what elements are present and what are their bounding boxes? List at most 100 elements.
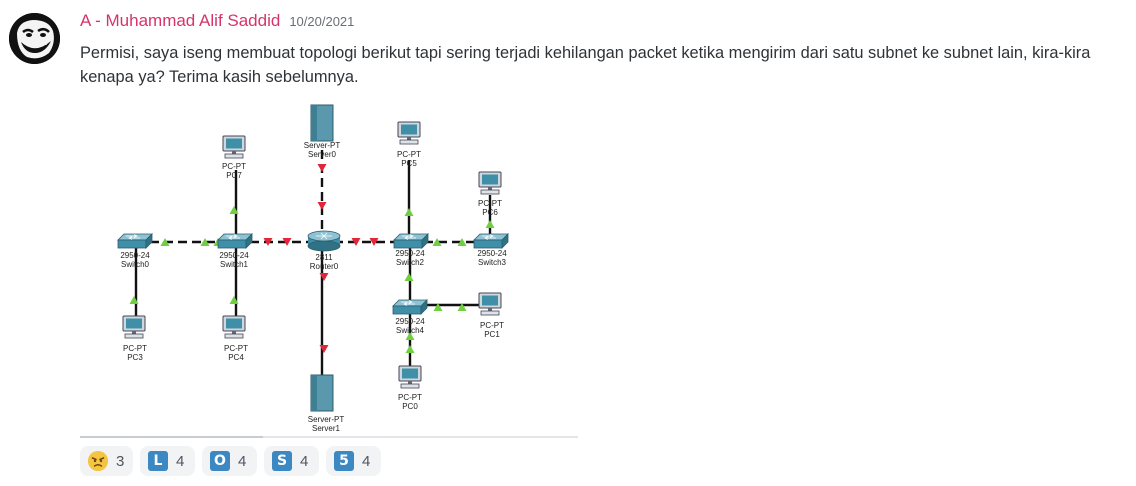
link-down-arrow-icon <box>317 202 327 210</box>
reaction-count: 4 <box>362 452 371 470</box>
link-up-arrow-icon <box>457 238 467 246</box>
link-up-arrow-icon <box>404 273 414 281</box>
author-name[interactable]: A - Muhammad Alif Saddid <box>80 11 281 30</box>
device-name-label: Server0 <box>308 150 337 159</box>
pc-icon <box>222 135 246 159</box>
reaction-letter-s[interactable]: S 4 <box>264 446 319 476</box>
reaction-count: 4 <box>176 452 185 470</box>
device-name-label: Switch0 <box>121 260 150 269</box>
pc-icon <box>478 171 502 195</box>
device-model-label: PC-PT <box>123 344 147 353</box>
pc-icon <box>222 315 246 339</box>
device-model-label: 2950-24 <box>219 251 249 260</box>
device-name-label: Router0 <box>310 262 339 271</box>
switch-icon <box>393 233 429 249</box>
link-up-arrow-icon <box>200 238 210 246</box>
link-status-arrows <box>129 164 495 353</box>
pc-icon <box>397 121 421 145</box>
angry-face-icon <box>88 451 108 471</box>
link-down-arrow-icon <box>317 164 327 172</box>
device-model-label: PC-PT <box>222 162 246 171</box>
device-model-label: PC-PT <box>478 199 502 208</box>
device-model-label: PC-PT <box>397 150 421 159</box>
avatar[interactable] <box>9 13 60 64</box>
device-model-label: PC-PT <box>224 344 248 353</box>
link-down-arrow-icon <box>263 238 273 246</box>
device-model-label: 2950-24 <box>120 251 150 260</box>
device-name-label: PC5 <box>401 159 417 168</box>
server-icon <box>310 104 334 142</box>
device-name-label: PC0 <box>402 402 418 411</box>
pc-icon <box>398 365 422 389</box>
device-name-label: PC6 <box>482 208 498 217</box>
reaction-letter-l[interactable]: L 4 <box>140 446 195 476</box>
device-model-label: 2811 <box>315 253 333 262</box>
device-name-label: PC1 <box>484 330 500 339</box>
message-content: Permisi, saya iseng membuat topologi ber… <box>80 44 1091 86</box>
device-model-label: 2950-24 <box>477 249 507 258</box>
device-name-label: Switch3 <box>478 258 507 267</box>
link-down-arrow-icon <box>369 238 379 246</box>
device-model-label: 2950-24 <box>395 249 425 258</box>
switch-icon <box>392 299 428 315</box>
link-up-arrow-icon <box>229 206 239 214</box>
letter-l-icon: L <box>148 451 168 471</box>
letter-s-icon: S <box>272 451 292 471</box>
message-header: A - Muhammad Alif Saddid 10/20/2021 <box>80 11 354 31</box>
device-model-label: 2950-24 <box>395 317 425 326</box>
attachment-scrollbar[interactable] <box>80 436 578 438</box>
link-up-arrow-icon <box>160 238 170 246</box>
attachment-scrollbar-thumb[interactable] <box>80 436 263 438</box>
link-down-arrow-icon <box>282 238 292 246</box>
pc-icon <box>122 315 146 339</box>
device-model-label: Server-PT <box>308 415 345 424</box>
reaction-letter-o[interactable]: O 4 <box>202 446 257 476</box>
number-5-icon: 5 <box>334 451 354 471</box>
device-name-label: PC3 <box>127 353 143 362</box>
device-name-label: PC7 <box>226 171 242 180</box>
device-name-label: PC4 <box>228 353 244 362</box>
link-up-arrow-icon <box>432 238 442 246</box>
switch-icon <box>473 233 509 249</box>
reaction-count: 4 <box>238 452 247 470</box>
reaction-angry[interactable]: 3 <box>80 446 133 476</box>
link-down-arrow-icon <box>319 273 329 281</box>
switch-icon <box>117 233 153 249</box>
device-name-label: Switch4 <box>396 326 425 335</box>
device-model-label: Server-PT <box>304 141 341 150</box>
device-name-label: Switch1 <box>220 260 249 269</box>
letter-o-icon: O <box>210 451 230 471</box>
message-timestamp[interactable]: 10/20/2021 <box>289 14 355 29</box>
link-up-arrow-icon <box>404 208 414 216</box>
pc-icon <box>478 292 502 316</box>
reaction-count: 4 <box>300 452 309 470</box>
device-model-label: PC-PT <box>398 393 422 402</box>
link-up-arrow-icon <box>457 303 467 311</box>
reaction-number-5[interactable]: 5 4 <box>326 446 381 476</box>
server-icon <box>310 374 334 412</box>
device-name-label: Switch2 <box>396 258 425 267</box>
link-up-arrow-icon <box>405 345 415 353</box>
link-down-arrow-icon <box>319 345 329 353</box>
router-icon <box>307 230 341 252</box>
link-up-arrow-icon <box>129 296 139 304</box>
link-up-arrow-icon <box>485 220 495 228</box>
trollface-avatar-icon <box>9 13 60 64</box>
device-name-label: Server1 <box>312 424 341 433</box>
